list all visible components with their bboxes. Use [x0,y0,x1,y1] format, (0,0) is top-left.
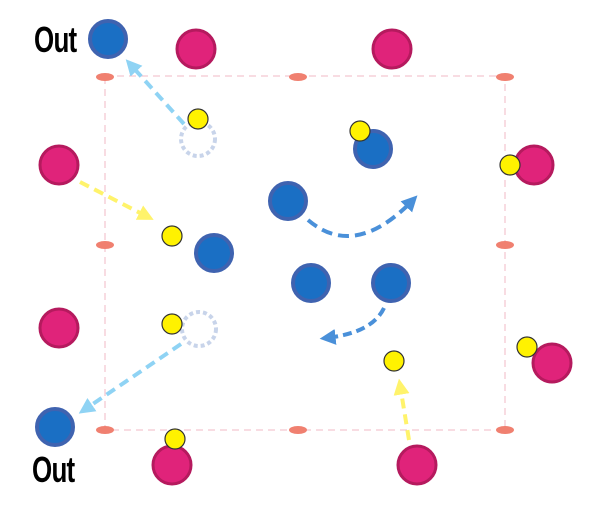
ball-icon [349,120,371,142]
out-label-bottom: Out [32,449,75,490]
ball-icon [187,108,209,130]
pink-player-icon [371,28,413,70]
ghost-position-icon [180,310,218,348]
cones [96,73,514,434]
pink-player-icon [513,144,555,186]
out-label-top: Out [34,19,77,60]
exit-arrow-bottom [78,342,183,414]
ball-icon [516,336,538,358]
cone-icon [96,426,114,434]
balls [161,108,538,450]
dribble-arrow-right [306,195,418,238]
cone-icon [289,73,307,81]
cone-icon [289,426,307,434]
blue-player-icon [35,407,75,447]
blue-player-icon [291,263,331,303]
cone-icon [496,73,514,81]
cone-icon [96,73,114,81]
cone-icon [496,426,514,434]
ball-icon [164,428,186,450]
pink-player-icon [151,444,193,486]
dribble-arrow-left [319,307,386,345]
pass-arrow-bottom [393,378,411,441]
pink-player-icon [175,28,217,70]
blue-player-icon [371,263,411,303]
cone-icon [96,241,114,249]
ball-icon [161,225,183,247]
pink-player-icon [38,144,80,186]
pink-player-icon [396,444,438,486]
blue-player-icon [268,181,308,221]
blue-players [35,19,411,447]
ball-icon [499,154,521,176]
cone-icon [496,241,514,249]
blue-player-icon [194,233,234,273]
pink-player-icon [531,342,573,384]
ball-icon [383,350,405,372]
pass-arrow-left [79,180,154,220]
pink-players [38,28,573,486]
blue-player-icon [88,19,128,59]
grid-boundary [104,75,506,431]
exit-arrow-top [125,59,186,126]
pink-player-icon [38,307,80,349]
ball-icon [161,313,183,335]
